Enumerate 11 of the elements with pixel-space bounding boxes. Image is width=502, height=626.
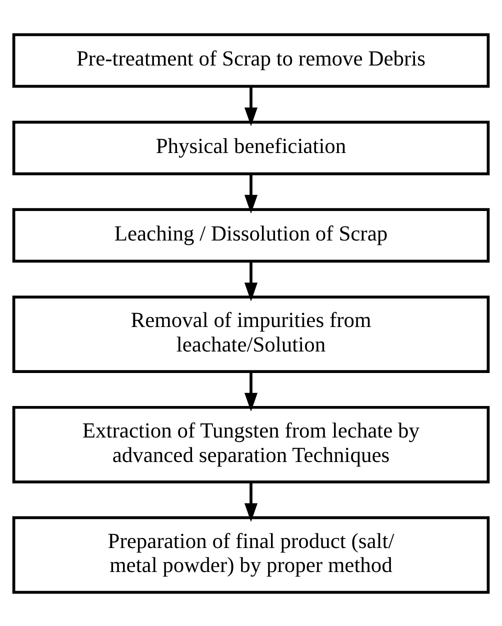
node-box: Pre-treatment of Scrap to remove Debris [12, 32, 490, 88]
node-box: Physical beneficiation [12, 120, 490, 175]
arrow [244, 482, 258, 522]
arrow [244, 173, 258, 214]
arrow [244, 86, 258, 126]
arrow [244, 261, 258, 301]
node-box: Preparation of final product (salt/ metal powder) by proper method [12, 516, 490, 594]
arrow [244, 372, 258, 412]
node-box: Leaching / Dissolution of Scrap [12, 208, 490, 262]
node-box: Removal of impurities from leachate/Solution [12, 295, 490, 372]
node-box: Extraction of Tungsten from lechate by advanced separation Techniques [12, 405, 490, 483]
